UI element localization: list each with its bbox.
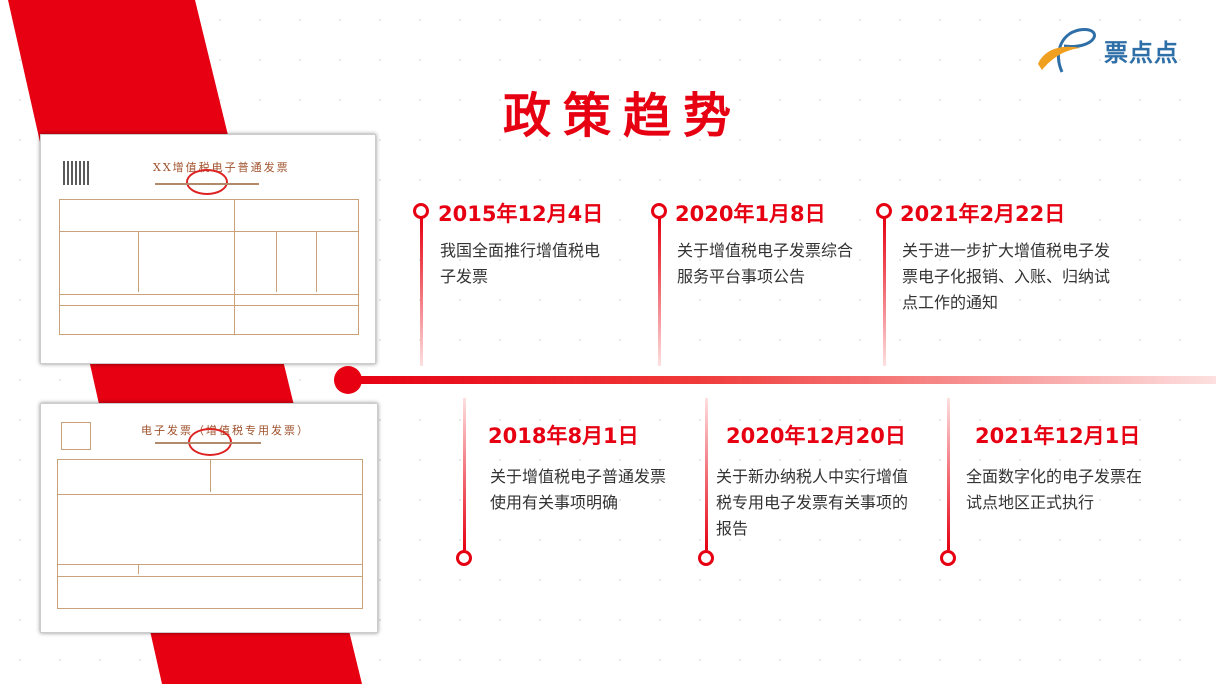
timeline-axis bbox=[350, 376, 1216, 384]
timeline-marker bbox=[651, 203, 667, 219]
timeline-text: 关于增值税电子普通发票使用有关事项明确 bbox=[490, 467, 667, 512]
invoice-title: XX增值税电子普通发票 bbox=[153, 161, 290, 174]
timeline-date: 2021年2月22日 bbox=[900, 202, 1066, 226]
invoice-image-2: 电子发票（增值税专用发票） bbox=[40, 403, 378, 633]
timeline-marker bbox=[456, 550, 472, 566]
timeline-marker bbox=[413, 203, 429, 219]
qr-code-icon bbox=[63, 161, 89, 185]
stamp bbox=[186, 169, 228, 195]
timeline-text: 关于新办纳税人中实行增值税专用电子发票有关事项的报告 bbox=[716, 467, 909, 538]
timeline-marker bbox=[876, 203, 892, 219]
logo: 票点点 bbox=[1034, 24, 1179, 76]
timeline-text: 关于增值税电子发票综合服务平台事项公告 bbox=[677, 241, 854, 286]
invoice-image-1: XX增值税电子普通发票 bbox=[40, 134, 376, 364]
timeline-date: 2015年12月4日 bbox=[438, 202, 604, 226]
timeline-marker bbox=[940, 550, 956, 566]
page-title: 政策趋势 bbox=[502, 88, 743, 144]
timeline-date: 2018年8月1日 bbox=[488, 424, 639, 448]
logo-text: 票点点 bbox=[1104, 38, 1179, 67]
timeline-marker bbox=[698, 550, 714, 566]
timeline-start-dot bbox=[334, 366, 362, 394]
timeline-text: 关于进一步扩大增值税电子发票电子化报销、入账、归纳试点工作的通知 bbox=[902, 241, 1111, 312]
logo-icon bbox=[1038, 27, 1096, 73]
timeline-text: 全面数字化的电子发票在试点地区正式执行 bbox=[966, 467, 1143, 512]
timeline-date: 2021年12月1日 bbox=[975, 424, 1141, 448]
timeline-date: 2020年1月8日 bbox=[675, 202, 826, 226]
timeline-date: 2020年12月20日 bbox=[726, 424, 906, 448]
timeline-text: 我国全面推行增值税电子发票 bbox=[440, 241, 601, 286]
